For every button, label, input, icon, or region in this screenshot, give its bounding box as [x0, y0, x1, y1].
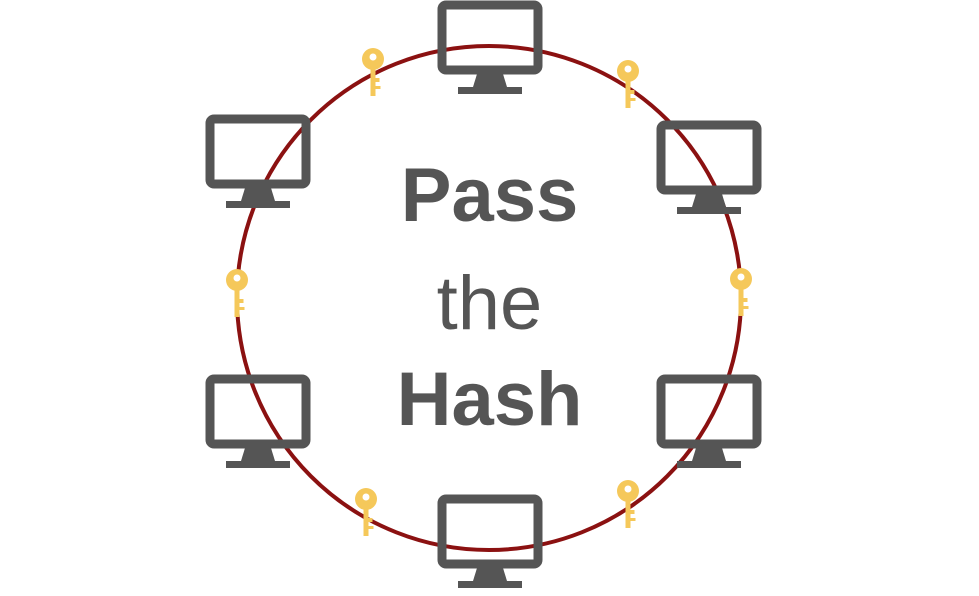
title-line-the: the	[436, 261, 543, 346]
monitor-icon	[442, 499, 538, 588]
title-line-hash: Hash	[396, 357, 583, 442]
title-line-pass: Pass	[400, 153, 579, 238]
